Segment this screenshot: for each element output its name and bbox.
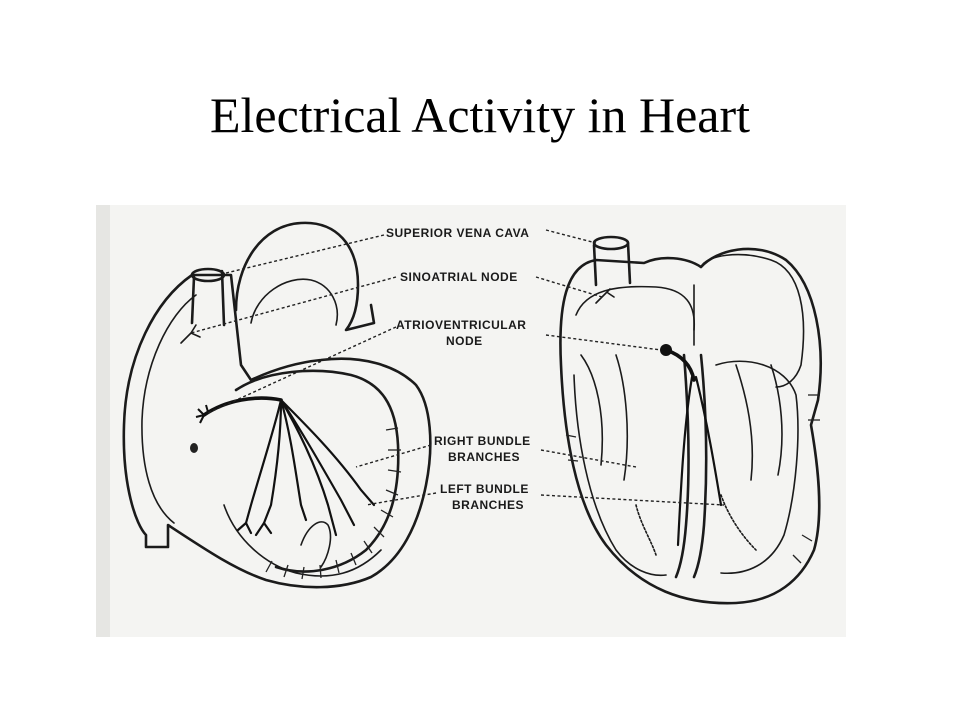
label-sinoatrial-node: SINOATRIAL NODE (400, 270, 518, 284)
myocardium-hatching-right (565, 394, 820, 564)
left-bundle-branch-right (694, 375, 723, 507)
interventricular-septum-right (674, 353, 690, 579)
left-ventricle-inner (715, 360, 799, 575)
label-right-bundle-line2: BRANCHES (448, 450, 520, 464)
right-ventricle-inner (573, 374, 667, 577)
ventricle-inner-wall-left (223, 504, 382, 577)
aorta-left (234, 221, 376, 332)
scan-edge (96, 205, 110, 637)
tricuspid-valve (580, 354, 629, 481)
myocardium-hatching-left (265, 427, 402, 580)
pulmonary-artery-left (250, 278, 338, 326)
sa-node-left (180, 324, 201, 344)
right-heart-drawing (559, 235, 822, 605)
leader-sa-right (535, 276, 603, 298)
heart-diagram-svg: SUPERIOR VENA CAVA SINOATRIAL NODE ATRIO… (96, 205, 846, 637)
mitral-valve (735, 364, 783, 481)
slide-title: Electrical Activity in Heart (209, 87, 751, 143)
right-bundle-branch-right (676, 375, 694, 547)
leader-av-left (207, 326, 397, 414)
label-superior-vena-cava: SUPERIOR VENA CAVA (386, 226, 529, 240)
coronary-sinus-opening (190, 443, 198, 453)
interventricular-septum-left (234, 369, 400, 573)
leader-lines (190, 229, 725, 506)
left-atrium-inner (700, 253, 805, 388)
leader-lbb-left (365, 492, 437, 506)
label-atrioventricular-line1: ATRIOVENTRICULAR (396, 318, 526, 332)
left-heart-outline (122, 273, 432, 589)
heart-conduction-diagram: SUPERIOR VENA CAVA SINOATRIAL NODE ATRIO… (96, 205, 846, 637)
av-node-cluster-left (195, 404, 209, 424)
septum-right-side (692, 353, 708, 579)
vena-cava-tube-left (190, 269, 226, 327)
left-heart-inner-wall (141, 294, 197, 524)
av-node-left (202, 396, 283, 417)
vena-cava-opening-left (190, 267, 226, 283)
label-atrioventricular-line2: NODE (446, 334, 483, 348)
diagram-labels: SUPERIOR VENA CAVA SINOATRIAL NODE ATRIO… (386, 226, 531, 512)
leader-rbb-left (355, 444, 432, 468)
conduction-fibers-left (236, 398, 376, 537)
right-atrium-inner (575, 285, 696, 331)
papillary-muscle-left (300, 521, 332, 568)
trabeculae-right (635, 494, 757, 556)
label-left-bundle-line1: LEFT BUNDLE (440, 482, 529, 496)
label-left-bundle-line2: BRANCHES (452, 498, 524, 512)
right-heart-outline (559, 247, 822, 605)
sa-node-right (595, 288, 615, 304)
vena-cava-tube-right (592, 241, 632, 287)
leader-sa-left (190, 276, 397, 334)
bundle-of-his-right (664, 348, 696, 382)
leader-av-right (545, 334, 662, 351)
left-heart-drawing (122, 221, 432, 589)
label-right-bundle-line1: RIGHT BUNDLE (434, 434, 531, 448)
